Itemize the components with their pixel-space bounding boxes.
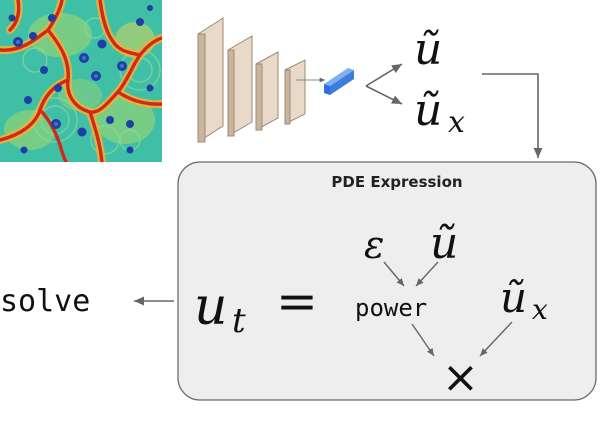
tree-ux-base: ũ [500,273,527,322]
lhs-ut: u t [194,277,246,341]
network-layers [197,17,306,143]
pde-box-title: PDE Expression [331,173,462,191]
output-ux-base: ũ [414,85,442,136]
network-layer-2 [227,35,253,137]
pde-expression-box [177,161,597,401]
network-layer-1 [197,17,224,143]
power-operator: power [355,294,427,322]
arrow-to-u [365,63,403,87]
output-ux-subscript: x [448,105,465,140]
arrow-power-to-times [411,323,435,357]
field-image [0,0,162,162]
arrow-epsilon-to-power [383,261,405,287]
arrow-ux-to-times [479,321,513,357]
network-layer-4 [284,59,306,125]
epsilon-symbol: ε [364,223,384,267]
output-block [324,68,354,95]
lhs-subscript-t: t [232,301,246,341]
arrow-to-ux [365,85,403,105]
lhs-u: u [194,277,228,337]
arrow-u-to-power [415,261,439,287]
solve-label: solve [0,284,90,319]
tree-ux-label: ũ x [500,273,548,326]
network-layer-3 [255,51,279,131]
output-ux-label: ũ x [414,85,465,140]
times-operator: × [442,352,479,403]
connector-to-pde-box [482,73,543,158]
tree-ux-subscript: x [532,293,548,326]
equals-sign: = [276,272,318,330]
tree-u-tilde: ũ [430,218,458,269]
output-u-label: ũ [414,24,442,75]
